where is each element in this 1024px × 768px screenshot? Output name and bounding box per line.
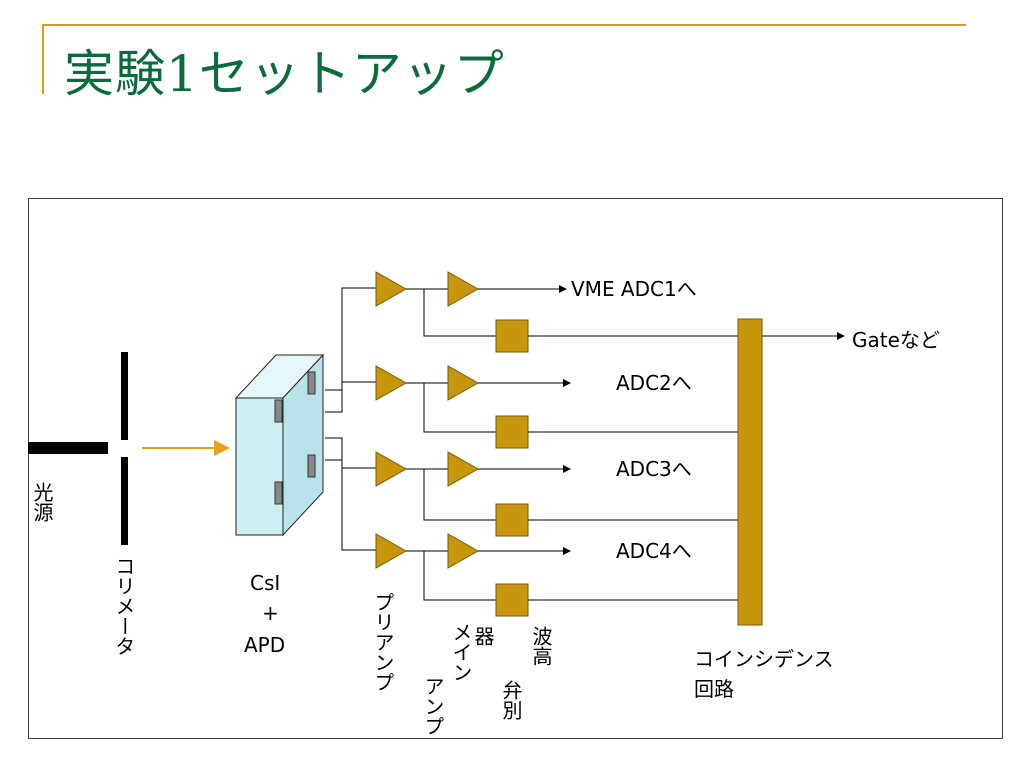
preamp-2 bbox=[375, 365, 408, 401]
main-amp-3 bbox=[447, 451, 480, 487]
detector-label-plus: + bbox=[262, 601, 279, 625]
gate-label: Gateなど bbox=[852, 328, 940, 352]
channel-1 bbox=[375, 271, 738, 353]
main-amp-4 bbox=[447, 533, 480, 569]
csi-apd-detector bbox=[234, 353, 325, 537]
channel-2 bbox=[375, 365, 738, 449]
discriminator-2 bbox=[495, 415, 529, 449]
diagram-frame bbox=[28, 198, 1003, 739]
preamp-label: プリアンプ bbox=[371, 592, 395, 692]
output-label-3: ADC3へ bbox=[616, 457, 692, 481]
channel-4 bbox=[375, 533, 738, 617]
preamp-1 bbox=[375, 271, 408, 307]
coincidence-circuit bbox=[737, 318, 763, 626]
discriminator-3 bbox=[495, 503, 529, 537]
main-amp-label-2: アンプ bbox=[421, 676, 445, 736]
output-label-4: ADC4へ bbox=[616, 539, 692, 563]
detector-wiring bbox=[325, 287, 376, 551]
output-label-2: ADC2へ bbox=[616, 371, 692, 395]
coincidence-label-2: 回路 bbox=[694, 677, 734, 701]
light-source-label: 光源 bbox=[30, 482, 54, 522]
preamp-4 bbox=[375, 533, 408, 569]
collimator-label: コリメータ bbox=[112, 556, 136, 656]
main-amp-label-1: メイン bbox=[449, 622, 473, 682]
collimator-upper bbox=[121, 352, 128, 440]
channel-3 bbox=[375, 451, 738, 537]
main-amp-1 bbox=[447, 271, 480, 307]
output-label-1: VME ADC1へ bbox=[571, 277, 697, 301]
discriminator-1 bbox=[495, 319, 529, 353]
collimator-lower bbox=[121, 457, 128, 545]
discriminator-label-1: 波高 bbox=[529, 626, 553, 666]
title-accent bbox=[42, 24, 44, 94]
light-source bbox=[28, 442, 108, 454]
main-amp-2 bbox=[447, 365, 480, 401]
discriminator-4 bbox=[495, 583, 529, 617]
discriminator-label-3: 器 bbox=[471, 626, 495, 646]
title-rule bbox=[42, 24, 966, 26]
detector-label-apd: APD bbox=[244, 633, 285, 657]
discriminator-label-2: 弁別 bbox=[499, 680, 523, 720]
preamp-3 bbox=[375, 451, 408, 487]
coincidence-label-1: コインシデンス bbox=[694, 647, 834, 671]
slide-title: 実験1セットアップ bbox=[64, 45, 505, 103]
detector-label-csi: CsI bbox=[250, 571, 280, 595]
